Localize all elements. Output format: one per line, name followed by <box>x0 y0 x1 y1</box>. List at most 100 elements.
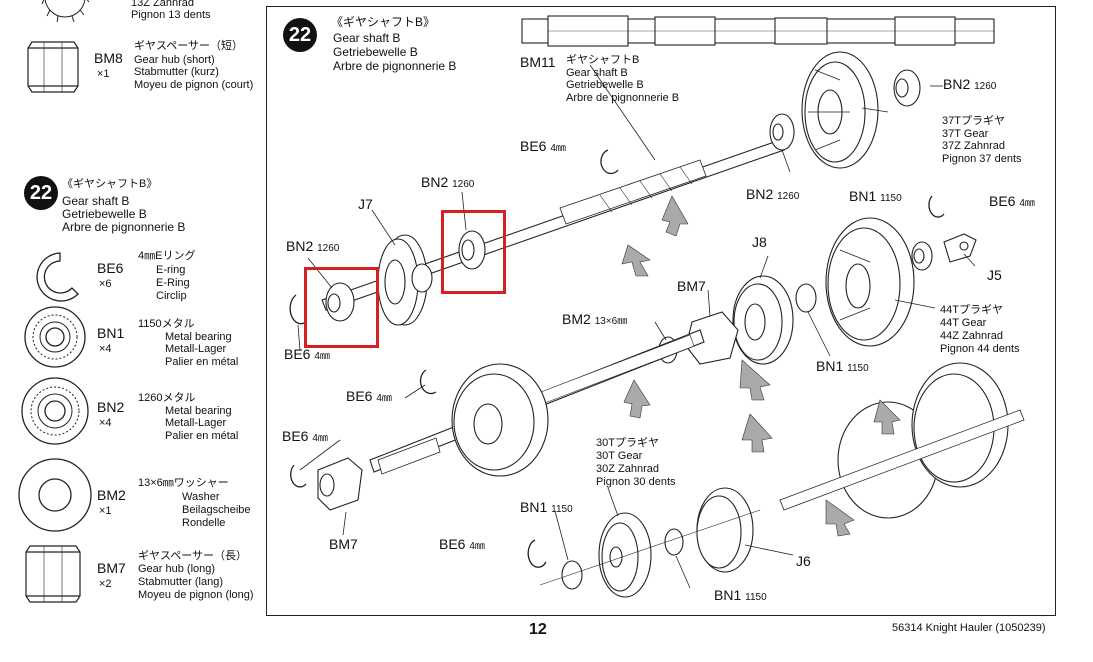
bm11-fr: Arbre de pignonnerie B <box>566 92 680 104</box>
main-step-fr: Arbre de pignonnerie B <box>333 59 457 73</box>
part-en-be6: E-ring <box>156 264 186 276</box>
gear-37t-drawing <box>801 51 879 169</box>
model-footer: 56314 Knight Hauler (1050239) <box>892 622 1046 634</box>
callout-be6-left: BE6 4㎜ <box>284 346 330 362</box>
highlight-box-upper <box>441 210 506 294</box>
sidebar-top-line1: 13Z Zahnrad <box>131 0 194 9</box>
gear30-en: 30T Gear <box>596 450 643 462</box>
assembly-arrows <box>621 195 901 537</box>
part-qty-bn1: ×4 <box>99 343 112 355</box>
part-fr-bm8: Moyeu de pignon (court) <box>134 79 254 91</box>
sidebar-step-badge: 22 <box>24 176 58 210</box>
gear-13t-partial-icon <box>41 0 90 22</box>
callout-bm7-bottom: BM7 <box>329 536 358 552</box>
sidebar-step-fr: Arbre de pignonnerie B <box>62 220 186 234</box>
bm11-de: Getriebewelle B <box>566 79 644 91</box>
gear37-jp: 37Tプラギヤ <box>942 115 1005 127</box>
callout-bn1-bottom: BN1 1150 <box>714 587 767 603</box>
part-de-bm8: Stabmutter (kurz) <box>134 66 219 78</box>
sidebar-step-en: Gear shaft B <box>62 194 130 208</box>
callout-bn1-right: BN1 1150 <box>849 188 902 204</box>
part-fr-bm7: Moyeu de pignon (long) <box>138 589 254 601</box>
washer-icon <box>18 458 92 532</box>
callout-bn2-mid: BN2 1260 <box>746 186 800 202</box>
callout-j6: J6 <box>796 553 811 569</box>
part-en-bm2: Washer <box>182 491 220 503</box>
highlight-box-lower <box>304 267 379 348</box>
label-bm11: BM11 <box>520 54 556 70</box>
bm11-jp: ギヤシャフトB <box>566 54 640 66</box>
gear44-en: 44T Gear <box>940 317 987 329</box>
callout-be6-bottom: BE6 4㎜ <box>439 536 485 552</box>
gear37-en: 37T Gear <box>942 128 989 140</box>
callout-bm2: BM2 13×6㎜ <box>562 311 628 327</box>
lower-right-gears-drawing <box>779 362 1025 519</box>
part-qty-bm8: ×1 <box>97 68 110 80</box>
part-fr-bn2: Palier en métal <box>165 430 239 442</box>
callout-bn2-lower: BN2 1260 <box>286 238 340 254</box>
gear-44t-drawing <box>825 217 915 347</box>
part-en-bn2: Metal bearing <box>165 405 232 417</box>
gear30-jp: 30Tプラギヤ <box>596 437 659 449</box>
part-en-bn1: Metal bearing <box>165 331 232 343</box>
part-jp-bm2: 13×6㎜ワッシャー <box>138 477 229 489</box>
callout-be6-right: BE6 4㎜ <box>989 193 1035 209</box>
part-code-bn1: BN1 <box>97 325 125 341</box>
sidebar-step-jp: 《ギヤシャフトB》 <box>62 178 158 190</box>
main-step-jp: 《ギヤシャフトB》 <box>331 15 436 29</box>
part-code-bm7: BM7 <box>97 560 126 576</box>
part-fr-bm2: Rondelle <box>182 517 226 529</box>
part-code-be6: BE6 <box>97 260 124 276</box>
j7-gear-drawing <box>377 234 433 326</box>
sidebar-step-de: Getriebewelle B <box>62 207 147 221</box>
part-jp-bn1: 1150メタル <box>138 318 195 330</box>
main-step-badge: 22 <box>283 18 317 52</box>
callout-bn1-mid: BN1 1150 <box>816 358 869 374</box>
callout-be6-top: BE6 4㎜ <box>520 138 566 154</box>
part-fr-bn1: Palier en métal <box>165 356 239 368</box>
part-jp-bn2: 1260メタル <box>138 392 196 404</box>
part-de-bn1: Metall-Lager <box>165 343 227 355</box>
part-de-be6: E-Ring <box>156 277 190 289</box>
part-qty-be6: ×6 <box>99 278 112 290</box>
lower-big-gear-drawing <box>451 363 549 477</box>
part-de-bn2: Metall-Lager <box>165 417 227 429</box>
step-frame <box>266 6 1056 616</box>
gear-hub-long-icon <box>25 545 81 603</box>
gear44-jp: 44Tプラギヤ <box>940 304 1003 316</box>
gear44-fr: Pignon 44 dents <box>940 343 1020 355</box>
gear30-de: 30Z Zahnrad <box>596 463 659 475</box>
bm11-en: Gear shaft B <box>566 67 628 79</box>
part-en-bm7: Gear hub (long) <box>138 563 216 575</box>
part-jp-bm7: ギヤスペーサー（長） <box>138 550 248 562</box>
page-number: 12 <box>529 621 547 638</box>
part-jp-be6: 4㎜Eリング <box>138 250 196 262</box>
part-jp-bm8: ギヤスペーサー（短） <box>134 40 244 52</box>
main-step-en: Gear shaft B <box>333 31 401 45</box>
callout-be6-mid: BE6 4㎜ <box>346 388 392 404</box>
bearing-1260-icon <box>21 377 89 445</box>
gear37-de: 37Z Zahnrad <box>942 140 1005 152</box>
part-en-bm8: Gear hub (short) <box>134 54 215 66</box>
part-code-bm8: BM8 <box>94 50 123 66</box>
j8-gear-drawing <box>732 275 794 365</box>
part-qty-bn2: ×4 <box>99 417 112 429</box>
j6-gear-drawing <box>696 487 754 573</box>
part-qty-bm2: ×1 <box>99 505 112 517</box>
callout-bm7-mid: BM7 <box>677 278 706 294</box>
callout-be6-lower: BE6 4㎜ <box>282 428 328 444</box>
gear-hub-short-icon <box>27 41 79 93</box>
main-step-de: Getriebewelle B <box>333 45 418 59</box>
callout-j7: J7 <box>358 196 373 212</box>
part-qty-bm7: ×2 <box>99 578 112 590</box>
callout-bn1-bottom-left: BN1 1150 <box>520 499 573 515</box>
callout-bn2-top: BN2 1260 <box>943 76 997 92</box>
part-code-bm2: BM2 <box>97 487 126 503</box>
part-code-bn2: BN2 <box>97 399 125 415</box>
callout-j8: J8 <box>752 234 767 250</box>
e-ring-icon <box>36 252 79 302</box>
sidebar-top-line2: Pignon 13 dents <box>131 9 211 21</box>
gear-30t-drawing <box>598 512 652 598</box>
gear-shaft-b-part-drawing <box>521 15 995 47</box>
